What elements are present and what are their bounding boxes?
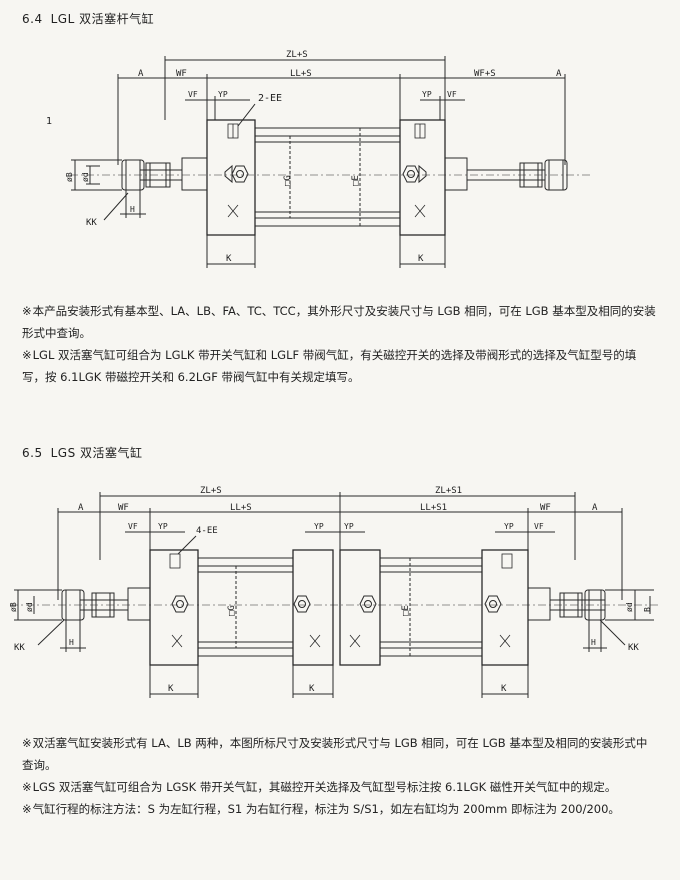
dim-d-left: ød — [25, 602, 34, 612]
dim-g: □G — [283, 175, 293, 186]
dim-wf-right: WF — [540, 503, 551, 513]
dim-h-right: H — [591, 638, 596, 647]
note-item: ※气缸行程的标注方法：S 为左缸行程，S1 为右缸行程，标注为 S/S1，如左右… — [22, 802, 620, 816]
dim-a-right: A — [592, 503, 598, 513]
dim-ee: 2-EE — [258, 93, 282, 104]
dim-k-right: K — [501, 684, 507, 694]
dim-e: □E — [351, 175, 361, 186]
section-heading-6-4: 6.4 LGL 双活塞杆气缸 — [22, 10, 154, 27]
dim-yp-right: YP — [422, 90, 432, 99]
notes-6-4: ※本产品安装形式有基本型、LA、LB、FA、TC、TCC，其外形尺寸及安装尺寸与… — [22, 300, 658, 388]
notes-6-5: ※双活塞气缸安装形式有 LA、LB 两种，本图所标尺寸及安装形式尺寸与 LGB … — [22, 732, 658, 820]
note-item: ※本产品安装形式有基本型、LA、LB、FA、TC、TCC，其外形尺寸及安装尺寸与… — [22, 304, 656, 340]
dim-ll: LL+S — [230, 503, 252, 513]
dim-b: øB — [65, 172, 74, 182]
dim-ll: LL+S — [290, 69, 312, 79]
dim-zl-s1: ZL+S1 — [435, 486, 462, 496]
dim-kk: KK — [86, 218, 97, 228]
dim-h-left: H — [69, 638, 74, 647]
section-number: 6.4 — [22, 12, 43, 26]
note-item: ※LGL 双活塞气缸可组合为 LGLK 带开关气缸和 LGLF 带阀气缸，有关磁… — [22, 348, 637, 384]
dim-yp-left: YP — [218, 90, 228, 99]
dim-vf-left: VF — [128, 522, 138, 531]
dim-k-mid: K — [309, 684, 315, 694]
dim-b-right: B — [643, 607, 652, 612]
dim-a-left: A — [138, 69, 144, 79]
dim-yp-mid-left: YP — [314, 522, 324, 531]
lgs-cylinder-drawing: ZL+S ZL+S1 A WF LL+S LL+S1 WF A VF YP 4-… — [9, 486, 660, 698]
dim-zl: ZL+S — [200, 486, 222, 496]
dim-h: H — [130, 205, 135, 214]
dim-vf-right: VF — [447, 90, 457, 99]
dim-g: □G — [227, 605, 237, 616]
port-left — [224, 164, 249, 184]
dim-k-left: K — [168, 684, 174, 694]
dim-yp-mid-right: YP — [344, 522, 354, 531]
dim-a-left: A — [78, 503, 84, 513]
dim-ee: 4-EE — [196, 526, 218, 536]
dim-yp-right: YP — [504, 522, 514, 531]
dim-d-right: ød — [625, 602, 634, 612]
note-item: ※LGS 双活塞气缸可组合为 LGSK 带开关气缸，其磁控开关选择及气缸型号标注… — [22, 780, 617, 794]
section-title: LGL 双活塞杆气缸 — [50, 12, 155, 26]
dim-k-left: K — [226, 254, 232, 264]
dim-yp-left: YP — [158, 522, 168, 531]
dim-zl: ZL+S — [286, 50, 308, 60]
note-item: ※双活塞气缸安装形式有 LA、LB 两种，本图所标尺寸及安装形式尺寸与 LGB … — [22, 736, 648, 772]
section-title: LGS 双活塞气缸 — [50, 446, 143, 460]
dim-ll-s1: LL+S1 — [420, 503, 447, 513]
dim-vf-right: VF — [534, 522, 544, 531]
section-heading-6-5: 6.5 LGS 双活塞气缸 — [22, 444, 143, 461]
section-number: 6.5 — [22, 446, 43, 460]
dim-b-left: øB — [9, 602, 18, 612]
dim-kk-right: KK — [628, 643, 639, 653]
dim-a-right: A — [556, 69, 562, 79]
dim-wf-left: WF — [118, 503, 129, 513]
side-mark: 1 — [46, 116, 52, 127]
dim-kk-left: KK — [14, 643, 25, 653]
port-right — [402, 164, 427, 184]
dim-k-right: K — [418, 254, 424, 264]
dim-d: ød — [81, 172, 90, 182]
dim-wf: WF — [176, 69, 187, 79]
dim-e: □E — [401, 605, 411, 616]
dim-wf-s: WF+S — [474, 69, 496, 79]
dim-vf-left: VF — [188, 90, 198, 99]
lgl-cylinder-drawing: ZL+S A WF LL+S WF+S A VF YP 2-EE YP VF □… — [46, 50, 590, 268]
